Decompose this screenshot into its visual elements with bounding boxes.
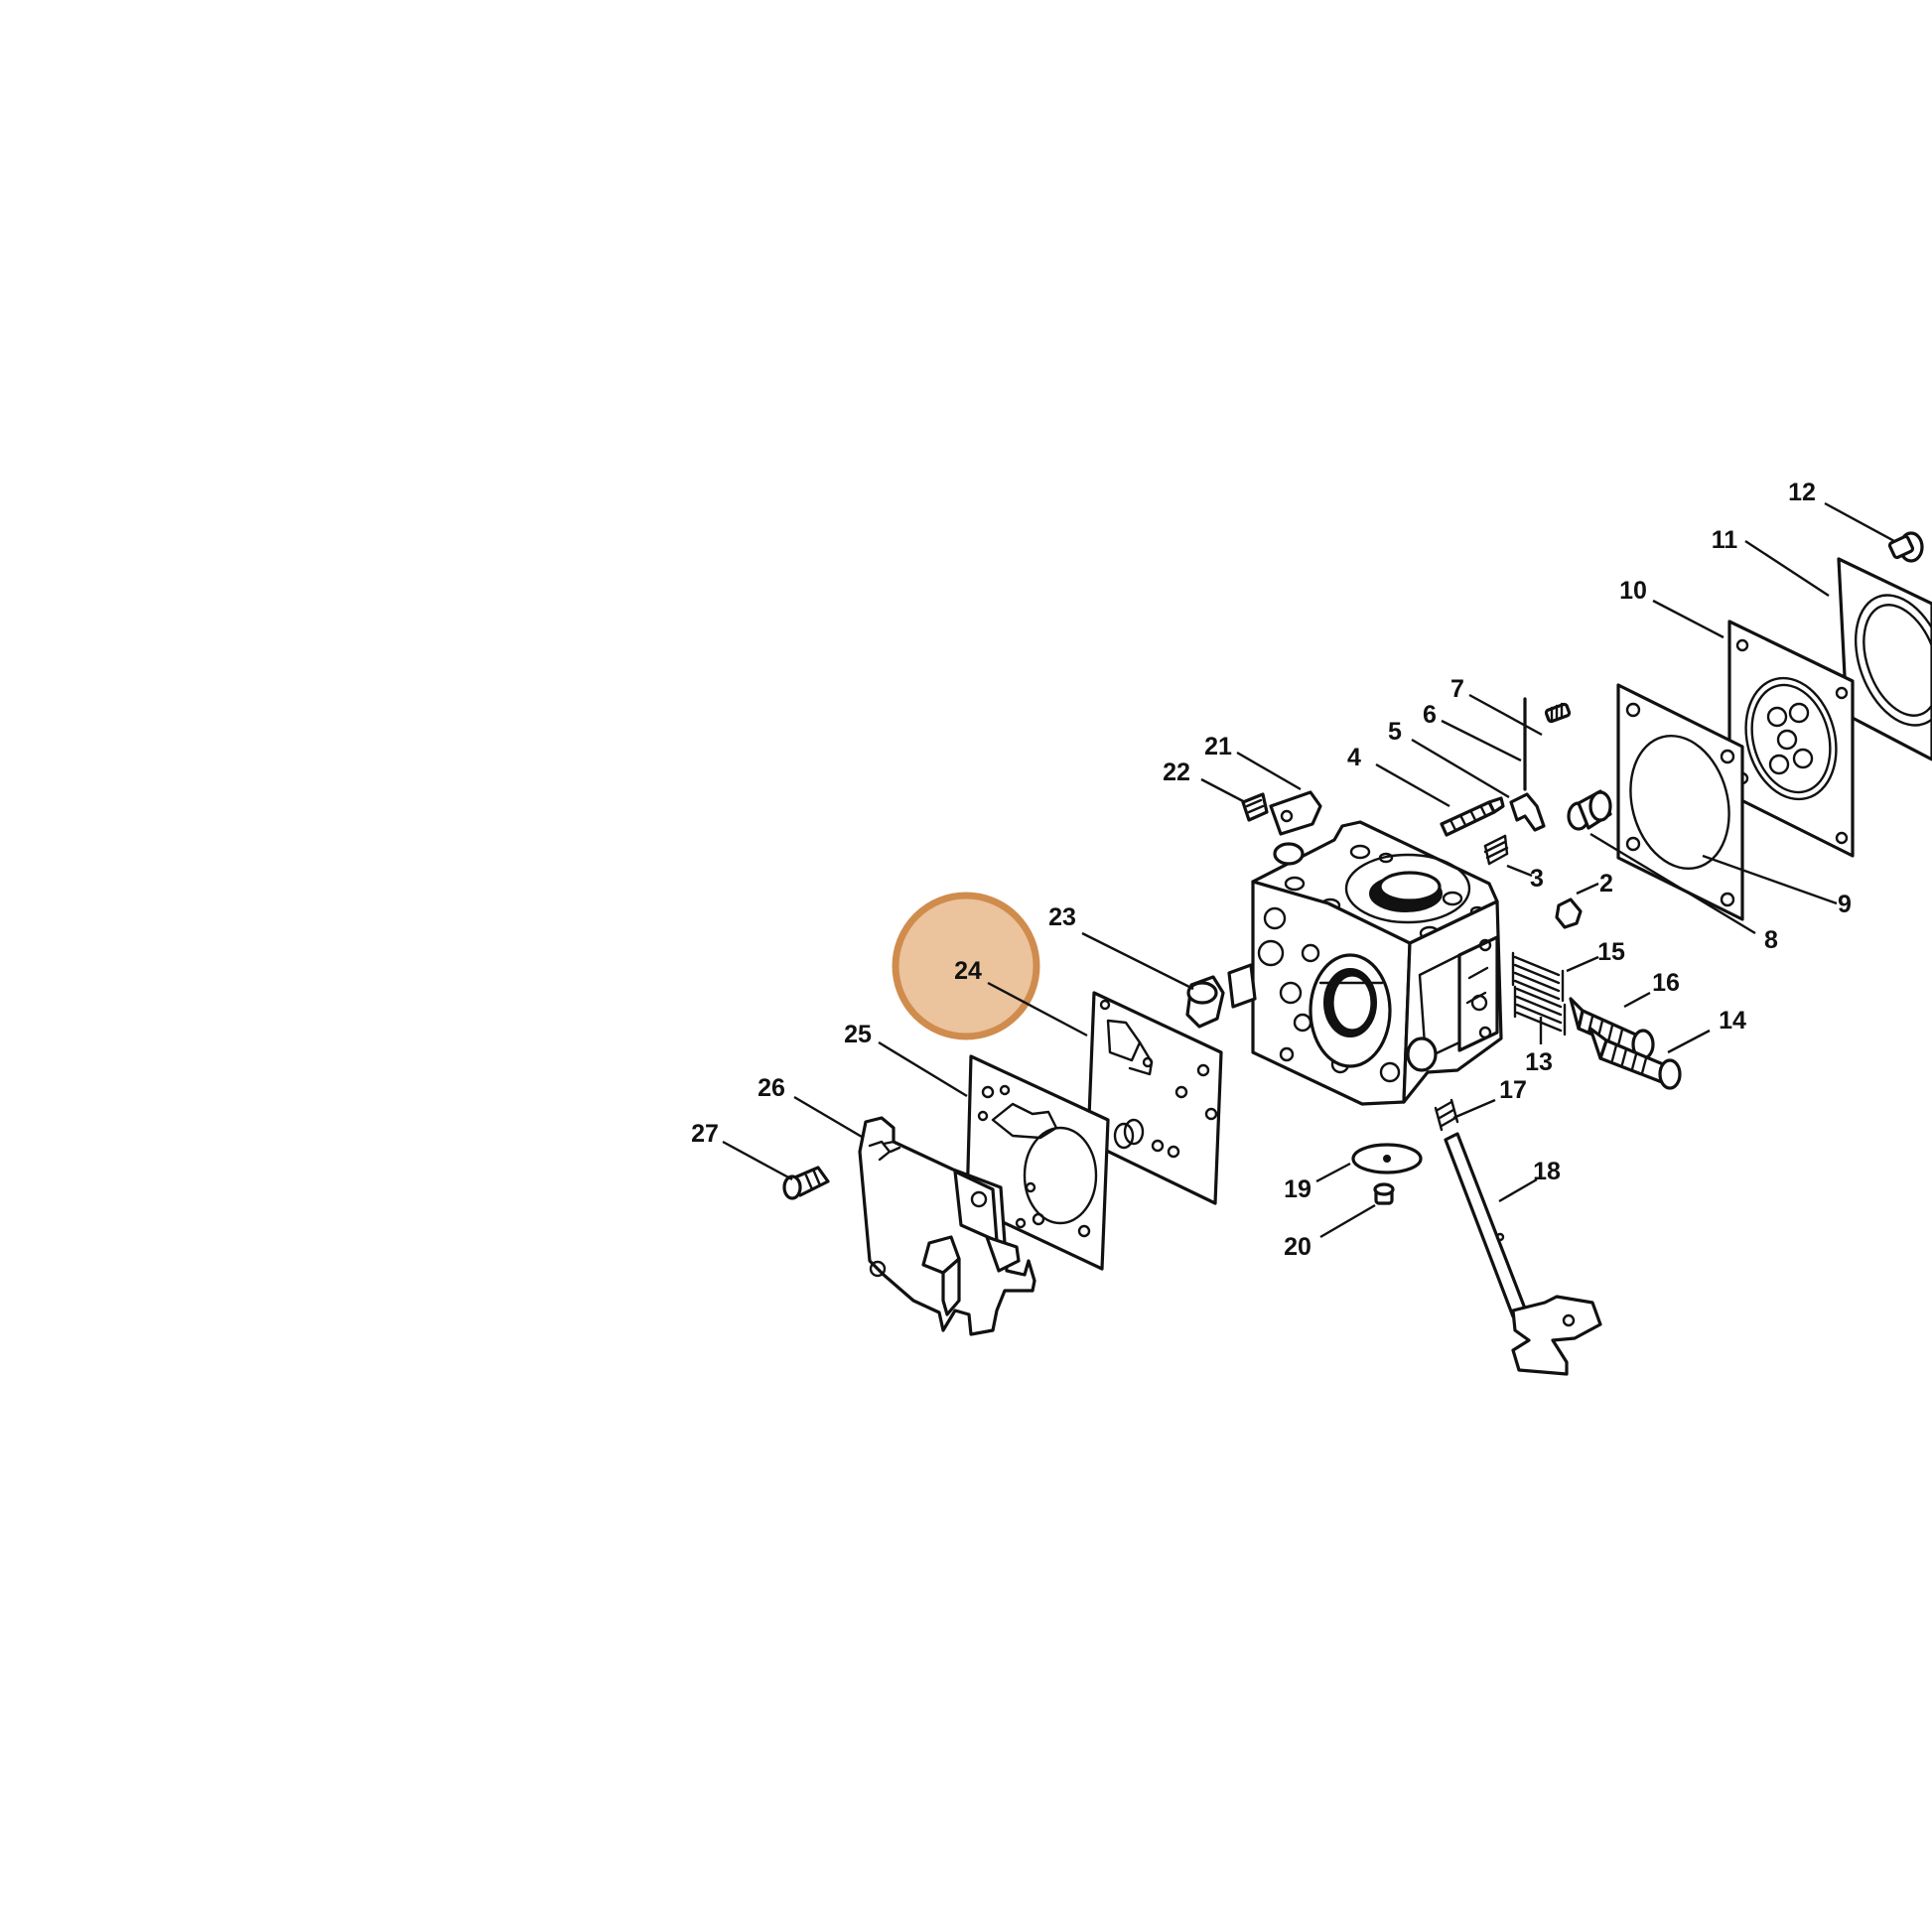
part-21-bracket (1269, 790, 1322, 836)
part-3-spring (1483, 834, 1509, 866)
part-19-throttle-plate (1351, 1143, 1423, 1174)
callout-7[interactable]: 7 (1450, 675, 1464, 703)
callout-26[interactable]: 26 (758, 1074, 785, 1102)
leader-25 (878, 1040, 968, 1098)
callout-10[interactable]: 10 (1619, 577, 1647, 605)
part-27-screw (782, 1166, 830, 1200)
part-16-adjusting-screw (1569, 997, 1655, 1060)
leader-27 (722, 1140, 793, 1181)
leader-8 (1589, 832, 1756, 935)
part-15-springs (1511, 951, 1565, 1003)
part-4-inlet-needle (1440, 796, 1505, 837)
leader-4 (1375, 762, 1450, 808)
part-14-adjusting-screw (1588, 1027, 1682, 1090)
part-12-screw (1887, 531, 1924, 563)
leader-lines (722, 501, 1895, 1239)
callout-8[interactable]: 8 (1764, 926, 1778, 954)
part-8-fitting (1567, 789, 1612, 831)
callout-20[interactable]: 20 (1284, 1233, 1311, 1261)
callout-17[interactable]: 17 (1499, 1076, 1527, 1104)
leader-20 (1319, 1203, 1376, 1239)
part-23-bushing (1185, 975, 1225, 1029)
leader-14 (1667, 1029, 1711, 1054)
leader-26 (793, 1095, 863, 1139)
callout-9[interactable]: 9 (1838, 891, 1852, 918)
callout-19[interactable]: 19 (1284, 1175, 1311, 1203)
leader-24 (987, 981, 1088, 1037)
leader-9 (1702, 854, 1838, 905)
part-2-plug (1555, 897, 1583, 929)
callout-18[interactable]: 18 (1533, 1158, 1561, 1185)
part-22-screw (1241, 792, 1269, 822)
callout-6[interactable]: 6 (1423, 701, 1437, 729)
leader-7 (1468, 693, 1543, 737)
leader-6 (1441, 719, 1522, 762)
callout-labels: 12 11 10 7 6 5 4 21 22 3 2 9 8 15 16 14 … (691, 479, 1852, 1261)
callout-11[interactable]: 11 (1712, 526, 1738, 554)
part-5-lever (1509, 792, 1546, 832)
callout-25[interactable]: 25 (844, 1021, 872, 1048)
leader-15 (1566, 955, 1599, 973)
part-9-gasket (1616, 683, 1744, 921)
leader-16 (1623, 991, 1651, 1009)
leader-17 (1452, 1098, 1496, 1120)
leader-3 (1506, 864, 1533, 878)
callout-13[interactable]: 13 (1525, 1048, 1553, 1076)
callout-24[interactable]: 24 (954, 957, 982, 985)
callout-21[interactable]: 21 (1204, 733, 1232, 760)
leader-23 (1081, 931, 1194, 991)
leader-19 (1315, 1162, 1351, 1183)
callout-24-highlight[interactable] (892, 892, 1040, 1040)
leader-12 (1824, 501, 1895, 543)
part-20-screw (1373, 1182, 1395, 1205)
callout-3[interactable]: 3 (1530, 865, 1544, 893)
part-26-metering-cover (858, 1116, 1036, 1336)
leader-10 (1652, 599, 1725, 639)
callout-2[interactable]: 2 (1599, 870, 1613, 897)
callout-14[interactable]: 14 (1719, 1007, 1746, 1035)
part-13-springs (1513, 985, 1567, 1036)
leader-5 (1411, 738, 1510, 799)
part-18-throttle-shaft (1444, 1132, 1602, 1376)
leader-18 (1498, 1177, 1538, 1203)
callout-23[interactable]: 23 (1048, 903, 1076, 931)
callout-22[interactable]: 22 (1163, 759, 1190, 786)
callout-5[interactable]: 5 (1388, 718, 1402, 746)
callout-27[interactable]: 27 (691, 1120, 719, 1148)
callout-4[interactable]: 4 (1347, 744, 1361, 771)
part-11-pump-cover (1837, 557, 1932, 761)
leader-2 (1576, 882, 1599, 896)
leader-21 (1236, 751, 1302, 791)
callout-15[interactable]: 15 (1597, 938, 1625, 966)
part-17-spring (1434, 1098, 1459, 1132)
leader-22 (1200, 777, 1246, 804)
leader-11 (1744, 539, 1830, 598)
callout-12[interactable]: 12 (1788, 479, 1816, 506)
part-7-screw (1544, 702, 1572, 724)
carburetor-body (1227, 820, 1503, 1106)
part-10-pump-diaphragm (1727, 620, 1855, 858)
callout-16[interactable]: 16 (1652, 969, 1680, 997)
part-24-metering-diaphragm (1086, 991, 1223, 1205)
